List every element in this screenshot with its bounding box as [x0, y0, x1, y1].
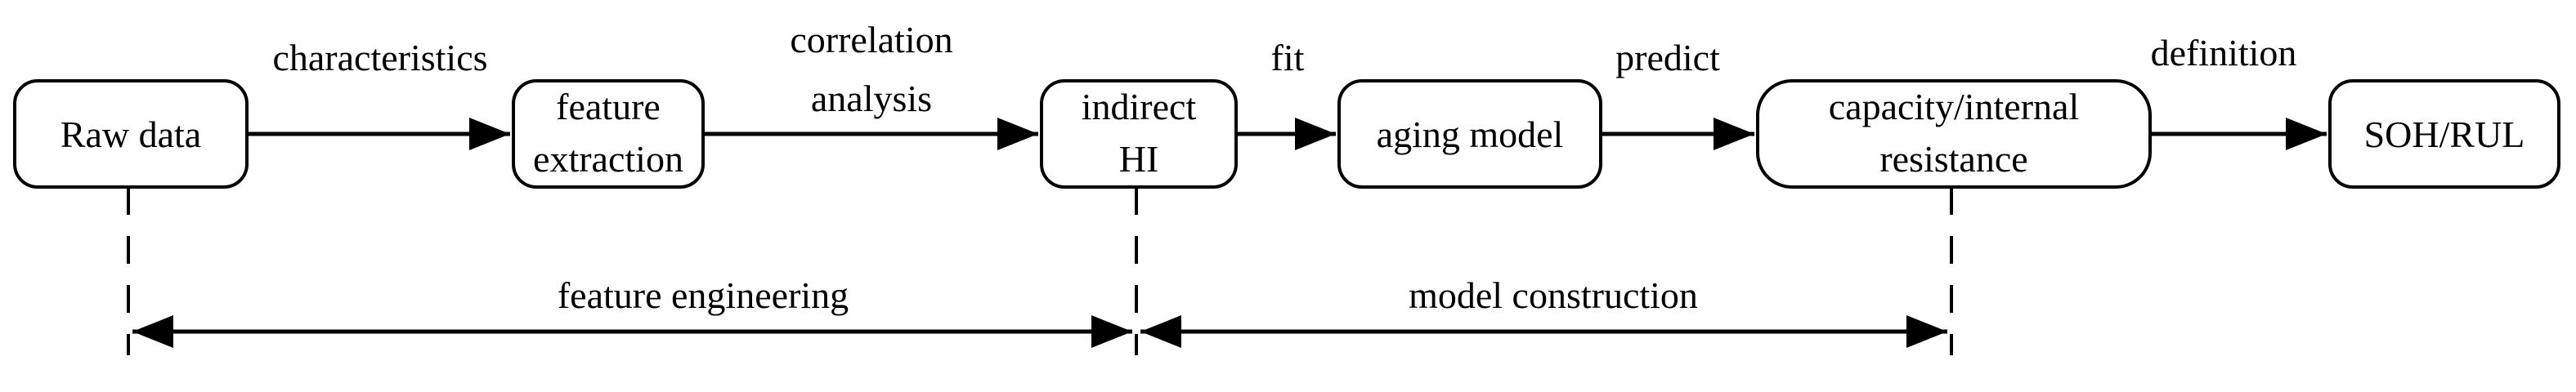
edge-label-correlation: correlation: [790, 19, 952, 60]
node-feature-extraction-label-line2: extraction: [533, 138, 683, 180]
span-label-model-construction: model construction: [1409, 274, 1698, 316]
node-soh-rul-label: SOH/RUL: [2364, 114, 2525, 155]
node-feature-extraction-label-line1: feature: [556, 86, 661, 127]
node-indirect-hi-label-line2: HI: [1119, 138, 1159, 180]
node-soh-rul: SOH/RUL: [2328, 79, 2560, 189]
node-aging-model: aging model: [1337, 79, 1602, 189]
node-raw-data: Raw data: [13, 79, 249, 189]
edge-label-fit: fit: [1271, 37, 1305, 78]
node-capacity-resistance-label-line2: resistance: [1879, 138, 2027, 180]
node-indirect-hi-label-line1: indirect: [1082, 86, 1197, 127]
edge-label-predict: predict: [1615, 37, 1720, 78]
node-capacity-resistance-label-line1: capacity/internal: [1829, 86, 2080, 127]
edge-label-characteristics: characteristics: [272, 37, 487, 78]
edge-label-analysis: analysis: [811, 78, 932, 119]
node-indirect-hi: indirect HI: [1040, 79, 1238, 189]
span-label-feature-engineering: feature engineering: [558, 274, 849, 316]
node-capacity-resistance: capacity/internal resistance: [1756, 79, 2152, 189]
node-feature-extraction: feature extraction: [512, 79, 705, 189]
edge-label-definition: definition: [2151, 32, 2297, 74]
node-raw-data-label: Raw data: [60, 114, 201, 155]
node-aging-model-label: aging model: [1377, 114, 1564, 155]
